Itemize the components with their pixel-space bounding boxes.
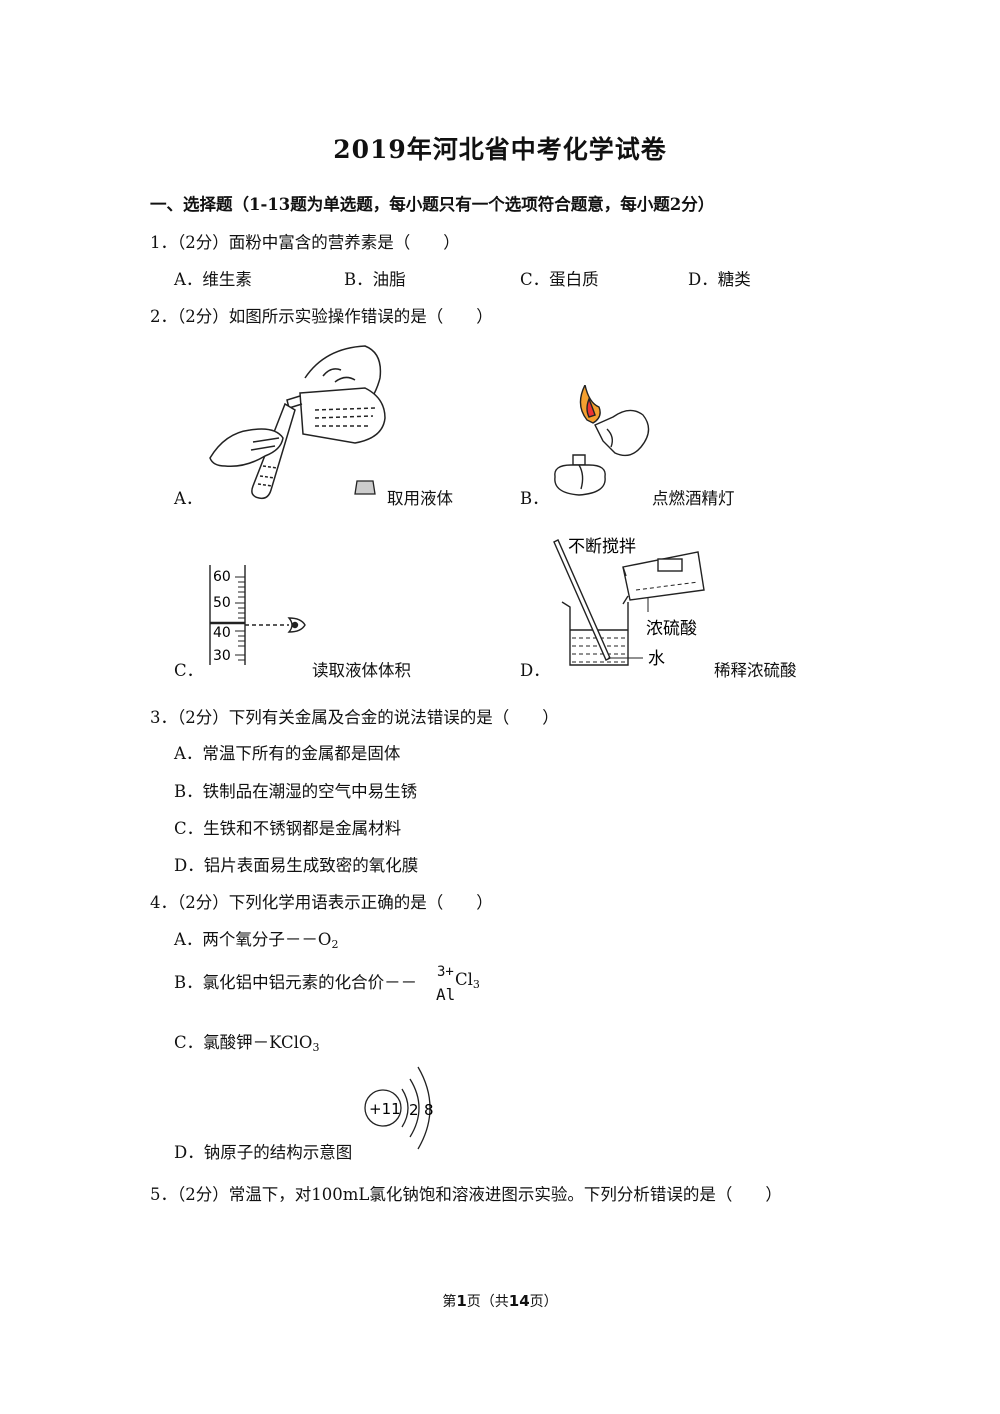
question-3-stem: 3．（2分）下列有关金属及合金的说法错误的是（ ） — [150, 708, 559, 727]
nucleus-charge: +11 — [369, 1100, 401, 1118]
q1-option-c: C．蛋白质 — [520, 270, 599, 289]
question-4-stem: 4．（2分）下列化学用语表示正确的是（ ） — [150, 893, 493, 912]
q4-option-c-subscript: 3 — [312, 1041, 320, 1054]
cylinder-mark-30: 30 — [213, 648, 231, 664]
q4-option-c-text: C．氯酸钾－KClO — [174, 1033, 313, 1052]
q4-option-a: A．两个氧分子－－O2 — [174, 926, 338, 951]
q3-option-b: B．铁制品在潮湿的空气中易生锈 — [174, 782, 418, 801]
sodium-atom-diagram: +11 2 8 — [364, 1066, 434, 1150]
chlorine-subscript: 3 — [472, 978, 480, 991]
q4-option-a-subscript: 2 — [331, 938, 339, 951]
question-5-stem: 5．（2分）常温下，对100mL氯化钠饱和溶液进图示实验。下列分析错误的是（ ） — [150, 1185, 782, 1204]
shell-1-electrons: 2 — [409, 1101, 419, 1119]
question-2-stem: 2．（2分）如图所示实验操作错误的是（ ） — [150, 307, 493, 326]
chlorine-text: Cl — [455, 970, 473, 989]
label-conc-sulfuric-acid: 浓硫酸 — [646, 619, 697, 639]
q2-fig-b-letter: B． — [520, 489, 549, 508]
q2-fig-d-caption: 稀释浓硫酸 — [714, 661, 797, 680]
label-water: 水 — [648, 649, 665, 669]
q2-fig-a-letter: A． — [174, 489, 203, 508]
figure-pouring-liquid — [209, 345, 386, 500]
q1-option-d: D．糖类 — [688, 270, 751, 289]
q1-option-a: A．维生素 — [174, 270, 252, 289]
label-keep-stirring: 不断搅拌 — [568, 537, 636, 557]
q2-fig-a-caption: 取用液体 — [387, 489, 453, 508]
question-1-stem: 1．（2分）面粉中富含的营养素是（ ） — [150, 233, 460, 252]
q3-option-c: C．生铁和不锈钢都是金属材料 — [174, 819, 402, 838]
q2-fig-b-caption: 点燃酒精灯 — [652, 489, 735, 508]
aluminum-symbol: Al — [436, 985, 456, 1004]
q4-option-b: B．氯化铝中铝元素的化合价－－ — [174, 969, 417, 993]
footer-post: 页） — [529, 1294, 558, 1310]
section-header: 一、选择题（1-13题为单选题，每小题只有一个选项符合题意，每小题2分） — [150, 195, 715, 214]
figure-graduated-cylinder: 60 50 40 30 — [209, 565, 306, 665]
footer-pre: 第 — [442, 1294, 457, 1310]
q4-option-a-text: A．两个氧分子－－O — [174, 930, 332, 949]
page-title: 2019年河北省中考化学试卷 — [333, 135, 667, 164]
shell-2-electrons: 8 — [424, 1101, 434, 1119]
q4-option-c: C．氯酸钾－KClO3 — [174, 1029, 319, 1054]
figure-diluting-acid: 不断搅拌 浓硫酸 水 — [553, 537, 705, 669]
q4-option-d: D．钠原子的结构示意图 — [174, 1143, 353, 1162]
cylinder-mark-40: 40 — [213, 625, 231, 641]
q2-fig-c-caption: 读取液体体积 — [312, 661, 411, 680]
page-footer: 第1页（共14页） — [0, 1291, 1000, 1311]
chlorine-symbol: Cl3 — [455, 970, 480, 991]
footer-page-number: 1 — [456, 1292, 467, 1310]
footer-mid: 页（共 — [466, 1294, 509, 1310]
footer-total-pages: 14 — [508, 1292, 530, 1310]
q2-fig-c-letter: C． — [174, 661, 204, 680]
q2-fig-d-letter: D． — [520, 661, 550, 680]
q1-option-b: B．油脂 — [344, 270, 406, 289]
valence-charge: 3+ — [437, 964, 454, 980]
figure-alcohol-lamps — [554, 385, 650, 496]
cylinder-mark-50: 50 — [213, 595, 231, 611]
q3-option-d: D．铝片表面易生成致密的氧化膜 — [174, 856, 419, 875]
q3-option-a: A．常温下所有的金属都是固体 — [174, 744, 401, 763]
cylinder-mark-60: 60 — [213, 569, 231, 585]
q4-option-b-text: B．氯化铝中铝元素的化合价－－ — [174, 973, 418, 992]
